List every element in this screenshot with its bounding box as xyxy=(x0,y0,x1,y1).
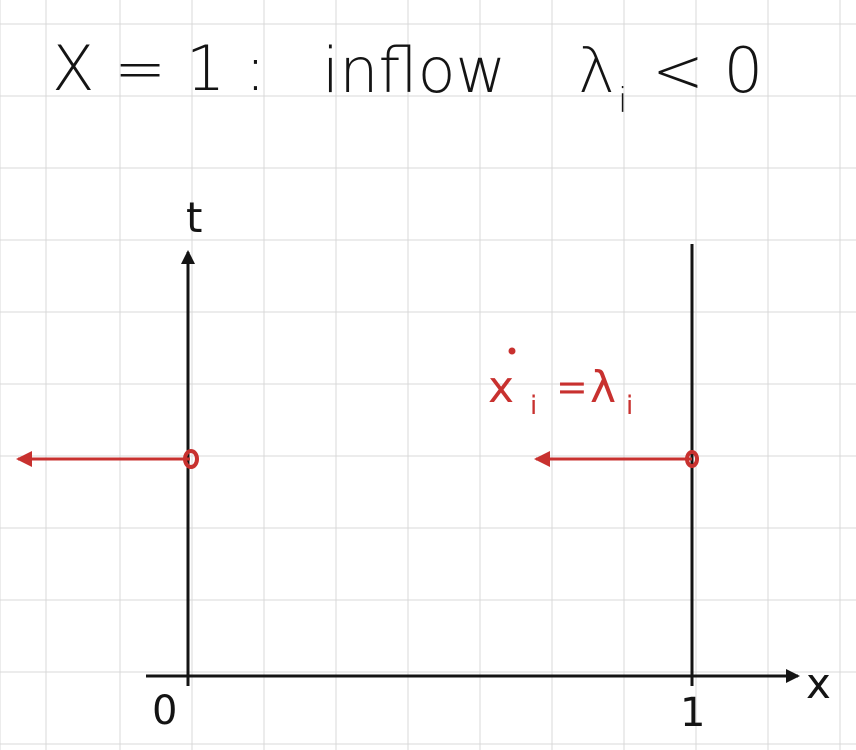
title-condition: < 0 xyxy=(652,34,763,107)
origin-label: 0 xyxy=(152,688,177,734)
x-axis-label: x xyxy=(806,659,831,708)
annotation-rhs: λ xyxy=(590,362,616,413)
title-word: inflow xyxy=(322,34,506,107)
annotation-var-subscript: i xyxy=(530,391,537,421)
t-axis-label: t xyxy=(186,193,202,242)
velocity-annotation: x i = λ i xyxy=(488,347,633,421)
annotation-rhs-subscript: i xyxy=(626,391,633,421)
annotation-var: x xyxy=(488,362,514,413)
title-lhs: X = 1 : xyxy=(52,32,266,105)
boundary-label: 1 xyxy=(680,690,705,736)
title-lambda: λ xyxy=(578,34,615,107)
right-boundary-point xyxy=(685,450,699,468)
title: X = 1 : inflow λ i < 0 xyxy=(52,32,763,121)
title-subscript: i xyxy=(618,81,627,121)
time-derivative-dot xyxy=(508,347,516,355)
annotation-equals: = xyxy=(556,365,588,409)
left-boundary-point xyxy=(183,449,199,469)
